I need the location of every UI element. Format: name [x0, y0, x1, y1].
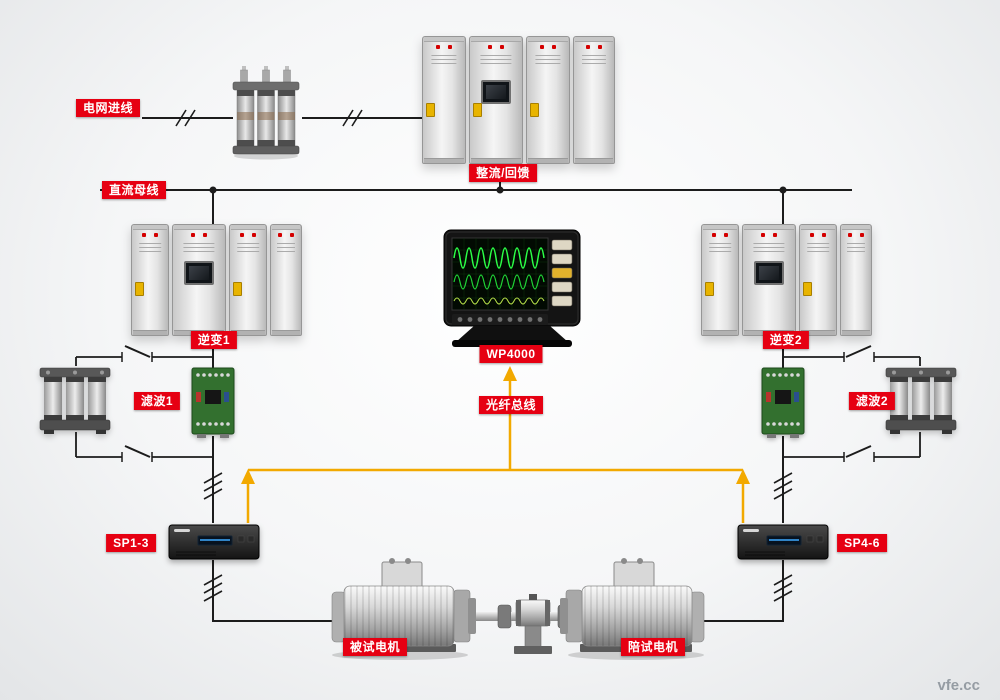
bus-junction-dots — [209, 186, 787, 194]
torque-sensor — [515, 599, 551, 627]
cabinet-badge — [233, 282, 242, 297]
cabinet — [573, 36, 615, 164]
label-motor-under-test: 被试电机 — [342, 638, 408, 656]
wp4000-analyzer — [438, 224, 586, 350]
label-inverter-1: 逆变1 — [190, 331, 238, 349]
sensor-pedestal — [524, 625, 542, 649]
label-sp4-6: SP4-6 — [837, 534, 887, 552]
cabinet-vent — [183, 243, 215, 254]
label-filter-2: 滤波2 — [848, 392, 896, 410]
cabinet-indicator-leds — [712, 233, 728, 237]
disconnector-switch-blades — [124, 345, 872, 458]
cabinet — [742, 224, 796, 336]
cabinet-indicator-leds — [436, 45, 452, 49]
label-dc-bus: 直流母线 — [102, 181, 167, 199]
cabinet-badge — [530, 102, 539, 117]
cabinet-indicator-leds — [191, 233, 207, 237]
analyzer-softkeys — [551, 239, 573, 307]
label-filter-1: 滤波1 — [133, 392, 181, 410]
cabinet-display-window — [481, 80, 511, 105]
cabinet-badge — [426, 102, 435, 117]
cable-break-marks — [175, 109, 793, 602]
cabinet-badge — [803, 282, 812, 297]
cabinet — [229, 224, 267, 336]
cabinet-indicator-leds — [142, 233, 158, 237]
filter1-control-module — [191, 366, 235, 440]
filter1-choke — [36, 364, 114, 436]
cabinet — [270, 224, 302, 336]
cabinet-indicator-leds — [540, 45, 556, 49]
label-fiber-bus: 光纤总线 — [478, 396, 544, 414]
label-sp1-3: SP1-3 — [106, 534, 156, 552]
cabinet-badge — [473, 102, 482, 117]
cabinet — [172, 224, 226, 336]
analyzer-stand — [452, 326, 572, 347]
cabinet-vent — [139, 243, 161, 254]
terminal-row-top — [196, 373, 230, 377]
scope-trace-3 — [453, 297, 545, 305]
cabinet-badge — [705, 282, 714, 297]
cabinet-vent — [277, 243, 295, 254]
cabinet-indicator-leds — [761, 233, 777, 237]
analyzer-front-controls — [452, 314, 548, 325]
cabinet-indicator-leds — [586, 45, 602, 49]
relay-block — [205, 390, 221, 404]
cabinet-indicator-leds — [240, 233, 256, 237]
cabinet — [469, 36, 523, 164]
grid-transformer — [228, 64, 304, 160]
sp1-3-converter — [168, 522, 260, 562]
label-rectifier-feedback: 整流/回馈 — [469, 164, 537, 182]
cabinet-badge — [135, 282, 144, 297]
cabinet-indicator-leds — [278, 233, 294, 237]
inverter1-cabinet-bank — [131, 224, 302, 336]
cabinet-display-window — [184, 261, 214, 286]
scope-trace-1 — [453, 247, 545, 269]
cabinet — [840, 224, 872, 336]
cabinet-indicator-leds — [848, 233, 864, 237]
cabinet-indicator-leds — [488, 45, 504, 49]
fiber-arrow-left — [241, 469, 255, 484]
cabinet — [799, 224, 837, 336]
cabinet — [701, 224, 739, 336]
scope-trace-2 — [453, 274, 545, 290]
fiber-arrow-center — [503, 366, 517, 381]
inverter2-cabinet-bank — [701, 224, 872, 336]
cabinet-indicator-leds — [810, 233, 826, 237]
fiber-arrow-right — [736, 469, 750, 484]
terminal-row-bottom — [196, 422, 230, 426]
fiber-bus-line — [241, 366, 750, 523]
cabinet-vent — [807, 243, 829, 254]
cabinet-vent — [582, 55, 606, 66]
rectifier-cabinet-bank — [422, 36, 615, 164]
label-inverter-2: 逆变2 — [762, 331, 810, 349]
filter2-control-module — [761, 366, 805, 440]
analyzer-screen — [451, 237, 549, 311]
label-companion-motor: 陪试电机 — [620, 638, 686, 656]
label-grid-incoming: 电网进线 — [76, 99, 141, 117]
cabinet — [422, 36, 466, 164]
sp4-6-converter — [737, 522, 829, 562]
transformer-windings — [236, 89, 296, 147]
label-wp4000: WP4000 — [479, 345, 543, 363]
cabinet — [526, 36, 570, 164]
cabinet-vent — [480, 55, 512, 66]
transformer-insulators — [240, 66, 291, 83]
cabinet-vent — [847, 243, 865, 254]
cabinet — [131, 224, 169, 336]
filter-loop-wires — [75, 345, 921, 462]
cabinet-display-window — [754, 261, 784, 286]
cabinet-vent — [535, 55, 561, 66]
watermark: vfe.cc — [937, 677, 980, 694]
cabinet-vent — [431, 55, 457, 66]
cabinet-vent — [709, 243, 731, 254]
disconnector-switch-contacts — [121, 352, 875, 462]
cabinet-vent — [753, 243, 785, 254]
cabinet-vent — [237, 243, 259, 254]
brand-logo-mark — [174, 529, 190, 532]
